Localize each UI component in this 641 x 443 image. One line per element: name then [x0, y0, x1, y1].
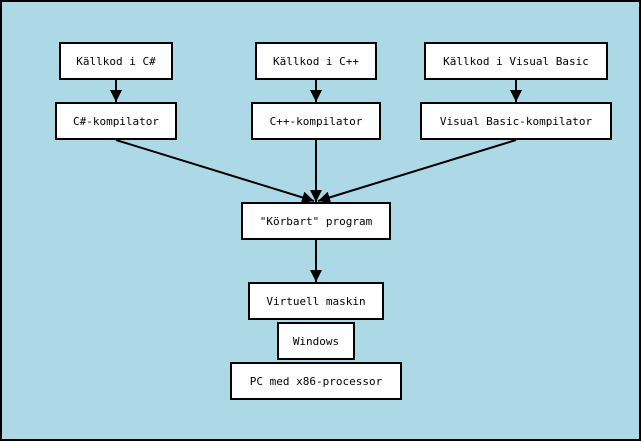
- compiler-cpp-box: C++-kompilator: [251, 102, 381, 140]
- pc-hardware-box: PC med x86-processor: [230, 362, 402, 400]
- arrow-compiler-csharp-to-executable: [115, 139, 315, 204]
- source-csharp-box: Källkod i C#: [59, 42, 173, 80]
- arrow-compiler-vb-to-executable: [317, 139, 517, 204]
- executable-program-box: "Körbart" program: [241, 202, 391, 240]
- source-vb-box: Källkod i Visual Basic: [424, 42, 608, 80]
- virtual-machine-box: Virtuell maskin: [248, 282, 384, 320]
- windows-os-box: Windows: [277, 322, 355, 360]
- compiler-vb-box: Visual Basic-kompilator: [420, 102, 612, 140]
- compiler-csharp-box: C#-kompilator: [55, 102, 177, 140]
- source-cpp-box: Källkod i C++: [255, 42, 377, 80]
